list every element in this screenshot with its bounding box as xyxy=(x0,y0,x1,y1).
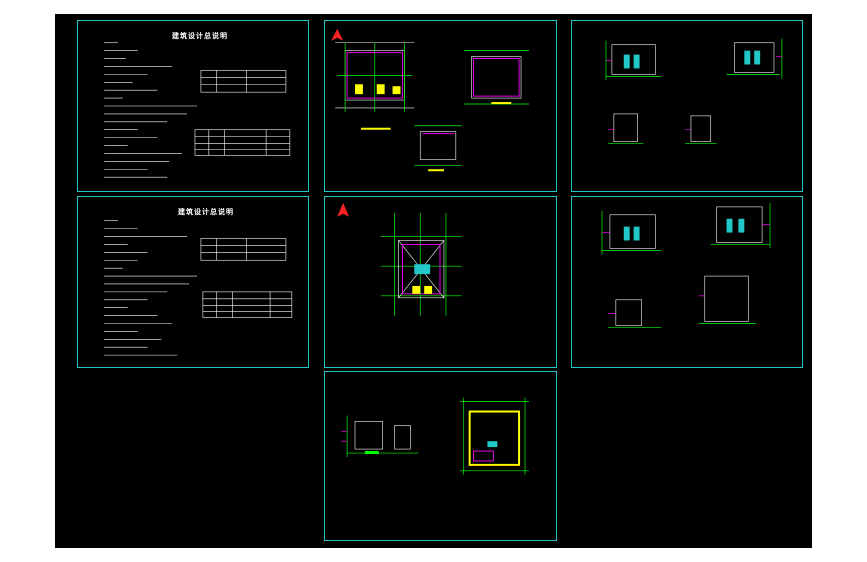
sheet-details[interactable] xyxy=(324,371,557,541)
design-notes-title-2: 建筑设计总说明 xyxy=(178,208,234,216)
floor-plans-1-drawing xyxy=(331,28,529,172)
sheet-elevations-1[interactable] xyxy=(571,20,803,192)
details-drawing xyxy=(341,397,529,475)
sheet-design-notes-2[interactable]: 建筑设计总说明 xyxy=(77,196,309,368)
sheet-design-notes-1[interactable]: 建筑设计总说明 xyxy=(77,20,309,192)
design-notes-1-drawing xyxy=(104,42,291,178)
sheet-floor-plans-2[interactable] xyxy=(324,196,557,368)
sheet-elevations-2[interactable] xyxy=(571,196,803,368)
north-arrow-icon xyxy=(337,202,350,217)
design-notes-2-drawing xyxy=(104,220,293,356)
cad-model-space[interactable]: 建筑设计总说明 xyxy=(55,14,812,548)
floor-plans-2-drawing xyxy=(337,202,462,316)
elevations-2-drawing xyxy=(601,202,771,328)
sheet-floor-plans-1[interactable] xyxy=(324,20,557,192)
design-notes-title-1: 建筑设计总说明 xyxy=(172,32,228,40)
elevations-1-drawing xyxy=(605,38,783,144)
north-arrow-icon xyxy=(331,28,344,41)
